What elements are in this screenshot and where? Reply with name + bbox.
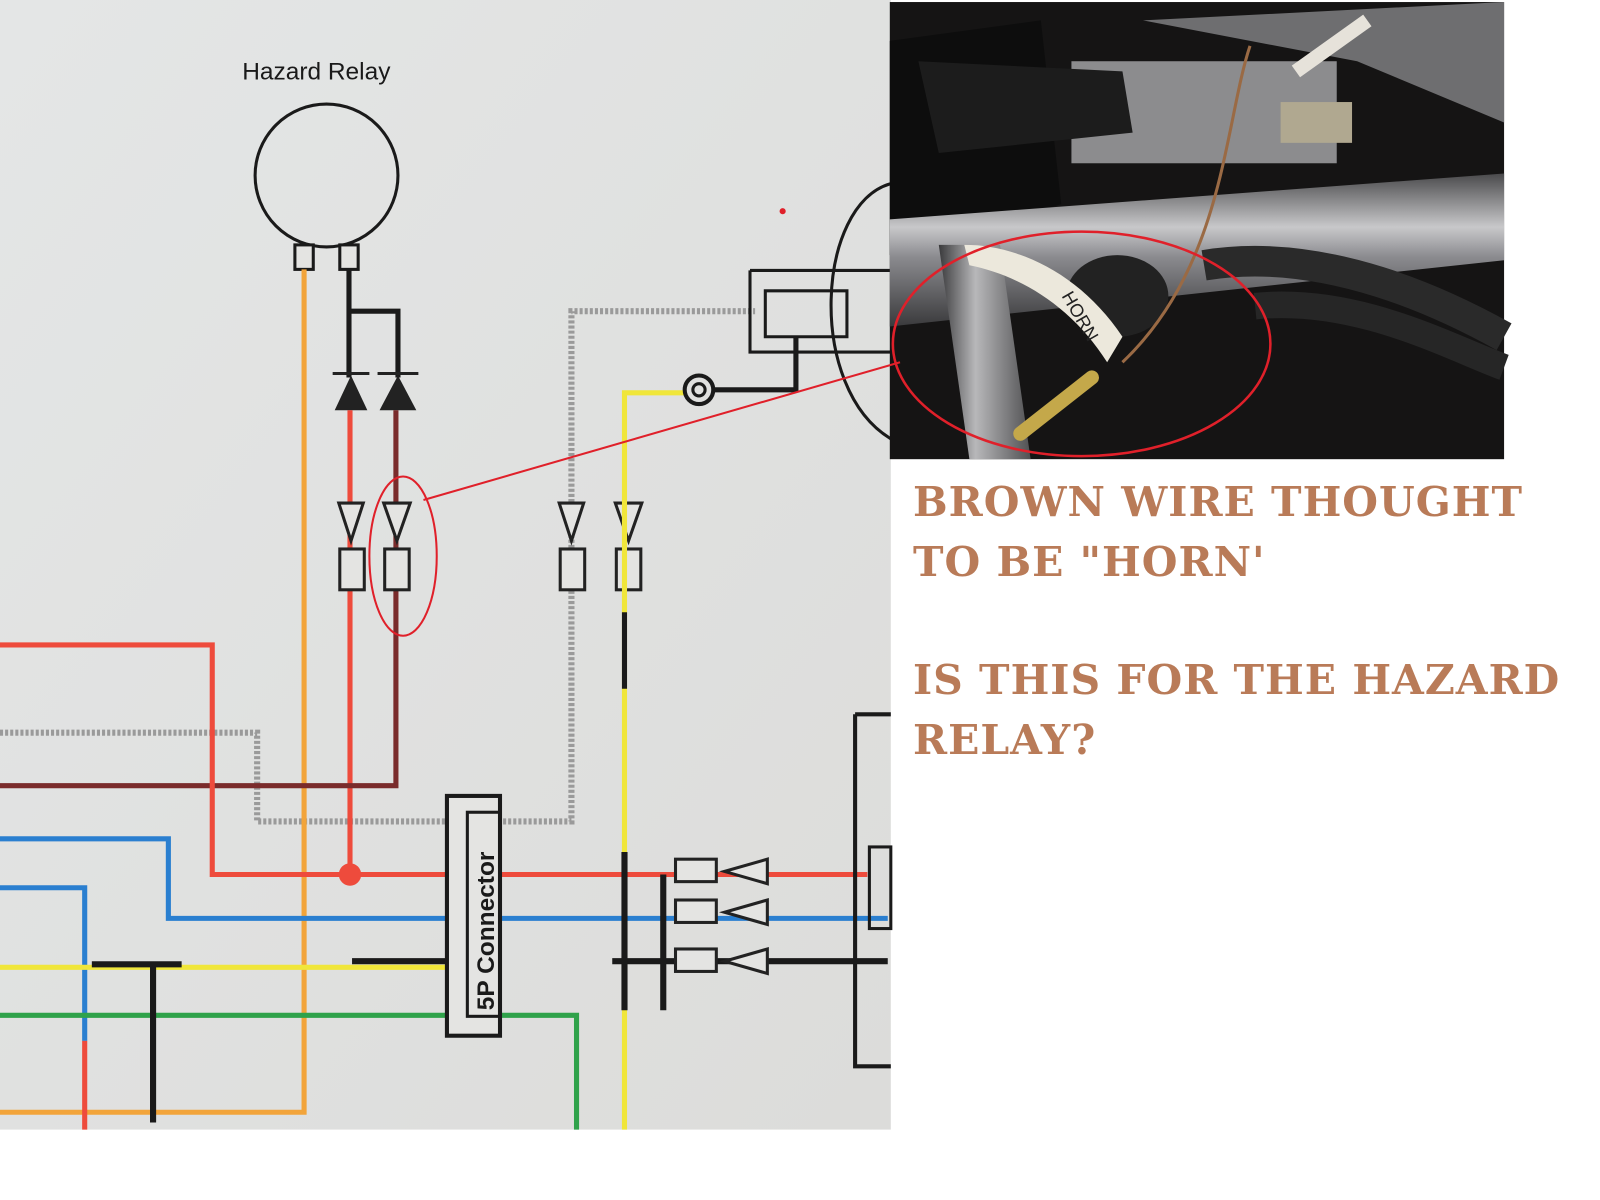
5p-connector: 5P Connector [444, 793, 503, 1038]
highlight-annotations [368, 230, 1272, 637]
headlight-symbol [829, 182, 892, 441]
wire-orange [0, 269, 307, 1115]
wire-red [0, 642, 868, 878]
caption-line-4: RELAY? [913, 716, 1097, 764]
wire-blue-2 [0, 885, 88, 1041]
caption-line-3: IS THIS FOR THE HAZARD [913, 656, 1561, 704]
5p-connector-label: 5P Connector [473, 851, 500, 1010]
hazard-relay-label: Hazard Relay [242, 59, 391, 86]
hazard-relay-symbol [253, 102, 400, 249]
wire-green [0, 1012, 580, 1130]
wire-blue [0, 836, 888, 921]
diagram-highlight-circle [368, 475, 438, 637]
wiring-diagram: Hazard Relay [0, 0, 893, 1130]
connectors-diode [336, 501, 644, 592]
caption-line-1: BROWN WIRE THOUGHT [913, 478, 1524, 526]
photo-highlight-circle [891, 230, 1272, 458]
horn-wire-photo: HORN [889, 2, 1512, 460]
wire-black-relay [346, 269, 401, 378]
junction-dot [338, 863, 362, 886]
caption-line-2: TO BE "HORN' [913, 538, 1266, 586]
ground-symbol [682, 373, 716, 407]
connectors-right [673, 857, 769, 976]
diode-pair [332, 371, 419, 411]
callout-line [423, 361, 901, 501]
